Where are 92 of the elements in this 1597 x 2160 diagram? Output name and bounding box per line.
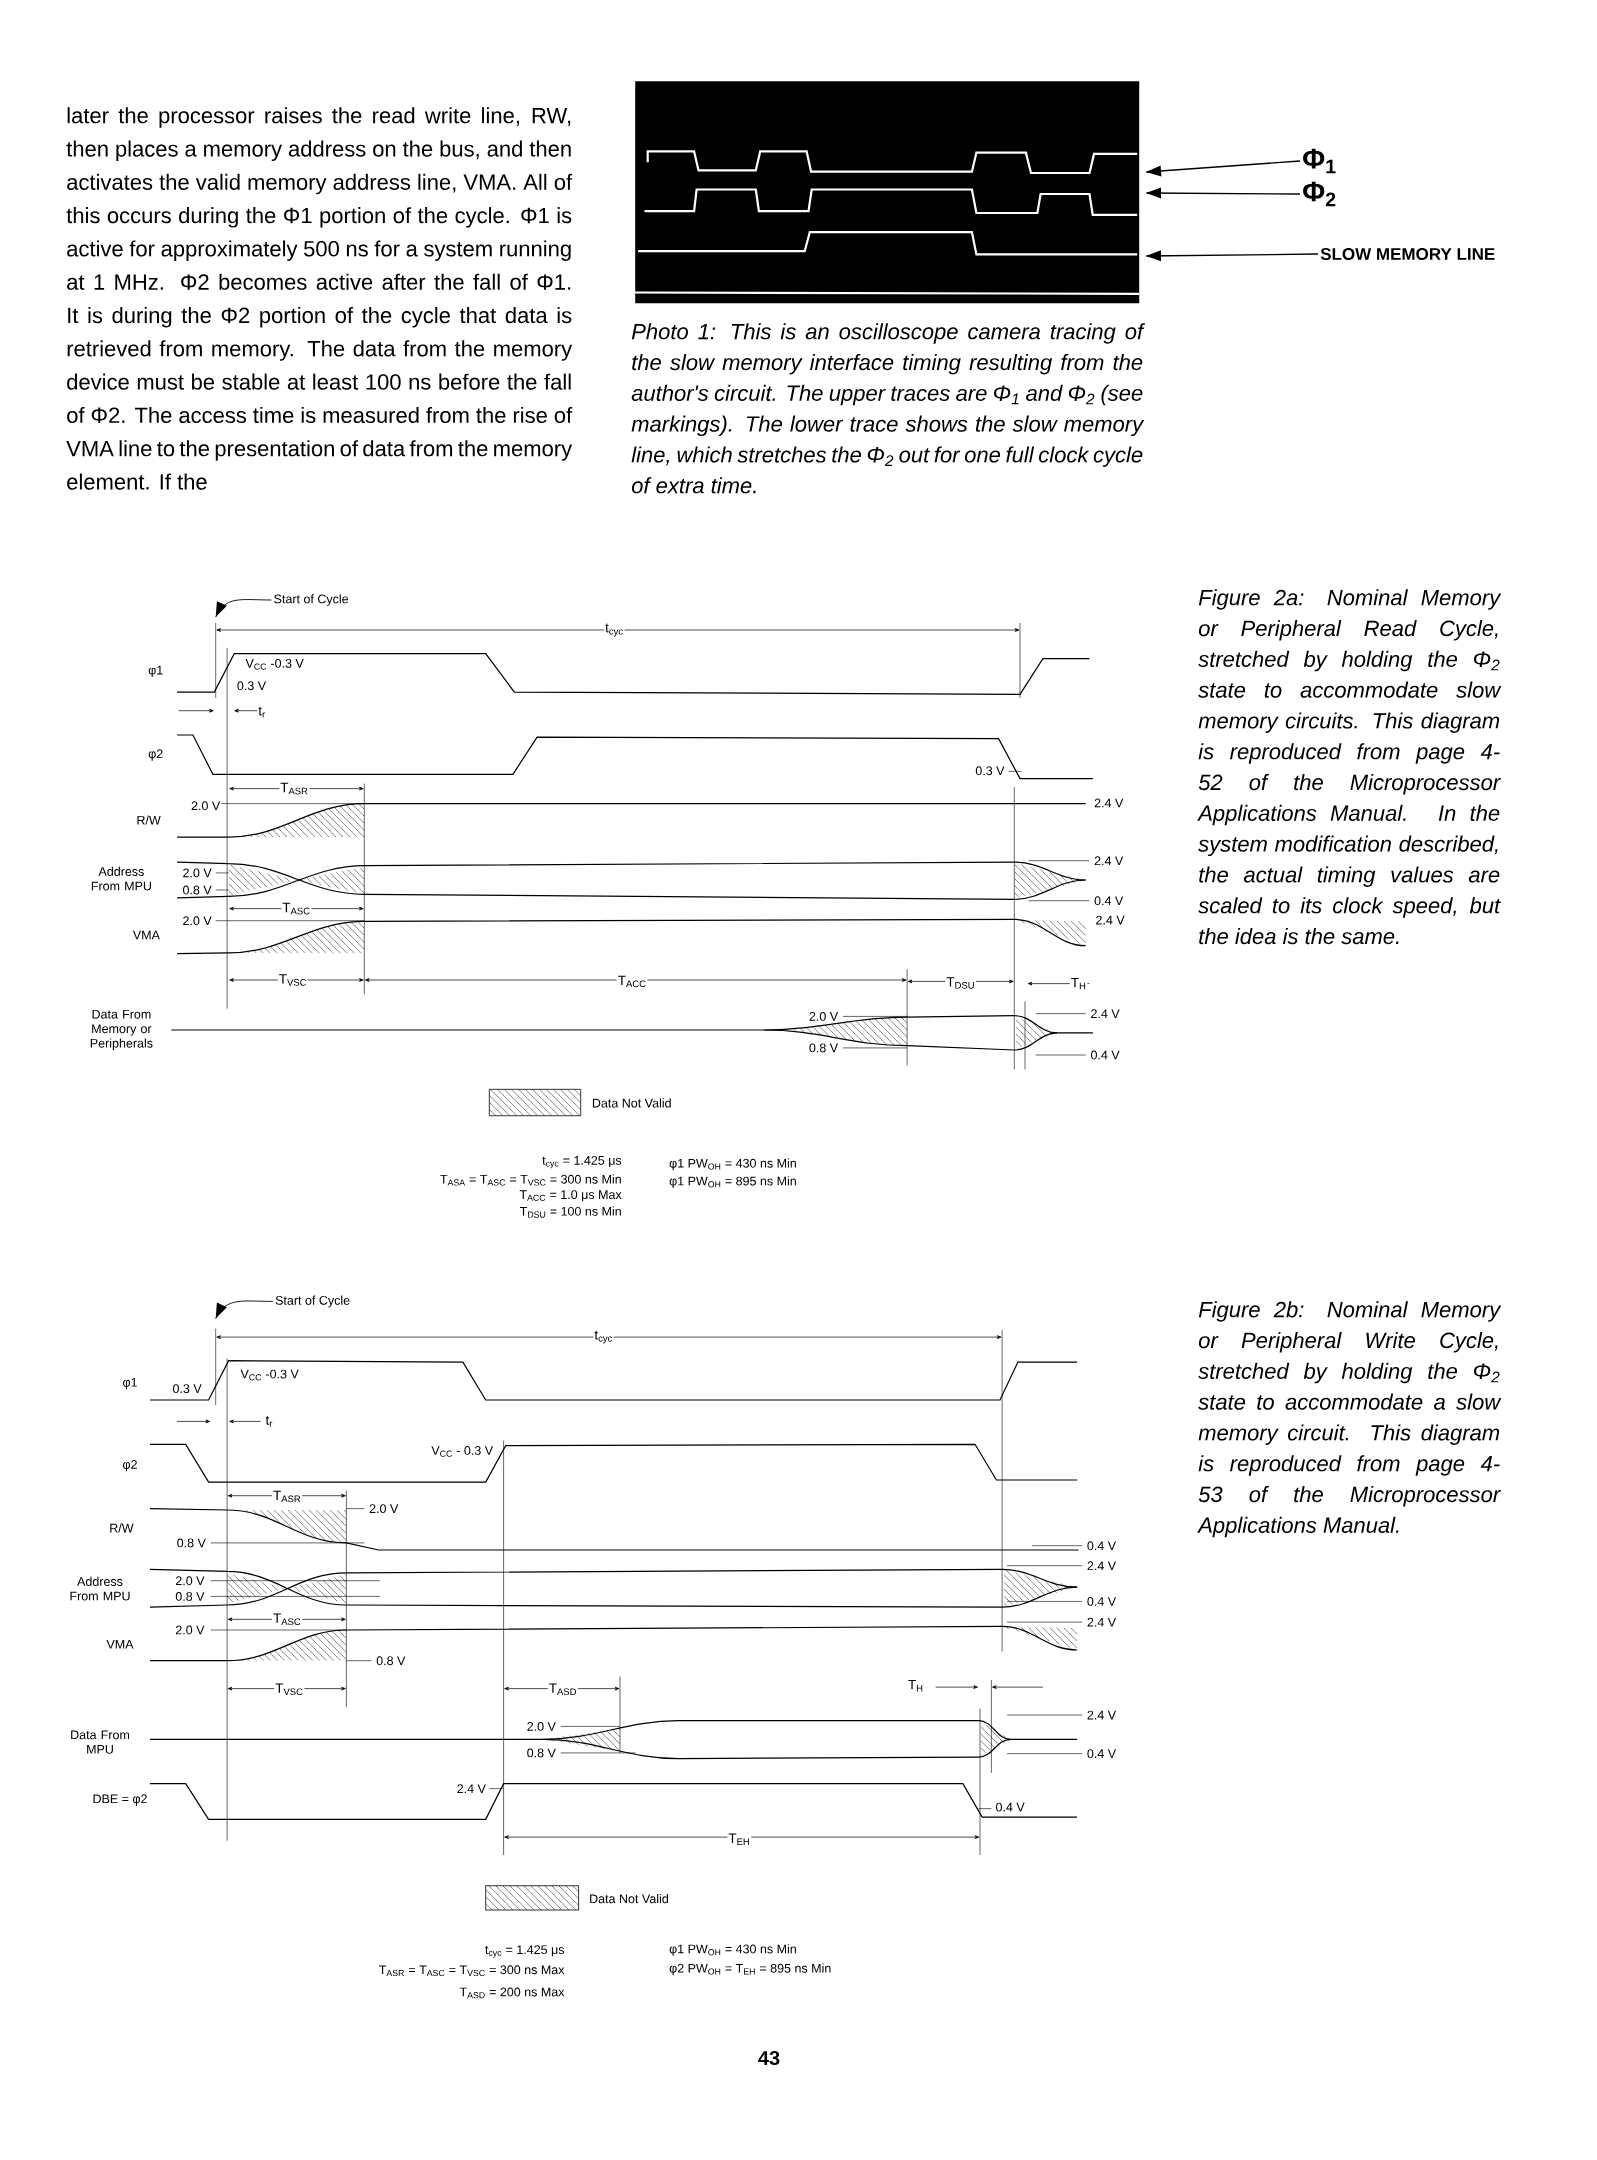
timing-spec: φ2 PW$_{OH}$ = T$_{EH}$ = 895 ns Min [668, 1962, 833, 1977]
timing-spec: t$_{cyc}$ = 1.425 μs [541, 1154, 623, 1170]
page-number: 43 [758, 2050, 780, 2066]
signal-label: R/W [108, 1522, 135, 1534]
voltage-label: 0.4 V [1085, 1748, 1118, 1760]
timing-label: T$_{EH}$ [727, 1832, 752, 1847]
legend-label: Data Not Valid [590, 1894, 668, 1904]
timing-label: T$_{ASD}$ [547, 1682, 578, 1697]
voltage-label: 0.8 V [175, 1537, 207, 1549]
voltage-label: 2.0 V [190, 800, 222, 812]
figure-caption: Photo 1: This is an oscilloscope camera tracing of the slow memory interface timing resulting from the author's circuit. The upper traces are Φ$_{1}$ and Φ$_{2}$ (see markings). The lower trace shows the slow memory line, which stretches the Φ$_{2}$ out for one full clock cycle of extra time. [631, 323, 1145, 494]
voltage-label: 2.4 V [455, 1783, 487, 1794]
voltage-label: 2.4 V [1085, 1616, 1118, 1628]
signal-label: φ2 [121, 1459, 139, 1473]
voltage-label: 2.4 V [1093, 797, 1125, 809]
voltage-label: 0.3 V [171, 1383, 203, 1395]
timing-spec: T$_{DSU}$ = 100 ns Min [518, 1205, 623, 1219]
voltage-label: 0.8 V [174, 1591, 206, 1602]
signal-label: Data From Memory or Peripherals [76, 1008, 167, 1052]
voltage-label: 0.8 V [375, 1655, 407, 1667]
legend-label: Data Not Valid [592, 1098, 671, 1108]
signal-label: VMA [131, 929, 161, 941]
voltage-label: 2.4 V [1094, 914, 1126, 926]
timing-spec: t$_{cyc}$ = 1.425 μs [483, 1944, 566, 1959]
timing-label: t$_{r}$ [257, 705, 267, 719]
voltage-label: 2.4 V [1085, 1560, 1118, 1572]
timing-spec: T$_{ACC}$ = 1.0 μs Max [518, 1189, 623, 1203]
voltage-label: 2.0 V [181, 867, 213, 879]
voltage-label: 0.3 V [235, 680, 268, 692]
timing-label: T$_{ASC}$ [281, 901, 312, 916]
voltage-label: 2.0 V [174, 1575, 206, 1587]
signal-label: φ1 [121, 1377, 139, 1391]
trace-label: Φ$_{1}$ [1303, 148, 1336, 174]
leader-arrow [1145, 160, 1301, 177]
voltage-label: 0.4 V [1085, 1540, 1118, 1552]
timing-spec: T$_{ASA}$ = T$_{ASC}$ = T$_{VSC}$ = 300 ns Min [438, 1173, 623, 1187]
signal-label: DBE = φ2 [91, 1793, 149, 1807]
timing-label: t$_{cyc}$ [604, 622, 625, 638]
voltage-label: 2.4 V [1089, 1008, 1121, 1019]
timing-label: t$_{r}$ [264, 1414, 274, 1428]
timing-label: T$_{ASC}$ [272, 1612, 303, 1627]
timing-label: T$_{ACC}$ [616, 974, 648, 989]
timing-spec: φ1 PW$_{OH}$ = 430 ns Min [668, 1943, 798, 1957]
leader-arrow [215, 599, 272, 618]
voltage-label: 0.4 V [994, 1801, 1026, 1813]
voltage-label: 0.8 V [181, 884, 213, 896]
leader-arrow [1145, 250, 1319, 262]
voltage-label: V$_{CC}$ -0.3 V [244, 657, 305, 671]
voltage-label: 2.0 V [174, 1624, 206, 1636]
callout-label: Start of Cycle [275, 1295, 350, 1308]
figure-caption: Figure 2a: Nominal Memory or Peripheral Read Cycle, stretched by holding the Φ$_{2}$ state to accommodate slow memory circuits. This diagram is reproduced from page 4-52 of the Microprocessor Applications Manual. In the system modification described, the actual timing values are scaled to its clock speed, but the idea is the same. [1197, 589, 1502, 945]
voltage-label: 0.4 V [1085, 1596, 1118, 1607]
voltage-label: 0.4 V [1089, 1049, 1121, 1061]
trace-label: SLOW MEMORY LINE [1320, 248, 1495, 261]
voltage-label: 2.4 V [1093, 855, 1125, 867]
voltage-label: V$_{CC}$ - 0.3 V [430, 1445, 495, 1458]
timing-label: T$_{ASR}$ [279, 781, 310, 796]
timing-label: T$_{H}$ [1069, 976, 1088, 991]
voltage-label: V$_{CC}$ -0.3 V [239, 1368, 300, 1382]
timing-label: T$_{ASR}$ [272, 1489, 303, 1504]
voltage-label: 2.4 V [1085, 1709, 1118, 1721]
timing-spec: φ1 PW$_{OH}$ = 430 ns Min [668, 1157, 798, 1172]
signal-label: φ2 [147, 748, 165, 762]
oscilloscope-photo [635, 81, 1140, 304]
signal-label: Address From MPU [88, 865, 155, 892]
voltage-label: 0.8 V [525, 1747, 557, 1759]
body-text: later the processor raises the read write line, RW, then places a memory address on the bus, and then activates the valid memory address line, VMA. All of this occurs during the Φ1 portion of the cycle. Φ1 is active for approximately 500 ns for a system running at 1 MHz. Φ2 becomes active after the fall of Φ1. It is during the Φ2 portion of the cycle that data is retrieved from memory. The data from the memory device must be stable at least 100 ns before the fall of Φ2. The access time is measured from the rise of VMA line to the presentation of data from the memory element. If the [66, 107, 573, 490]
voltage-label: 2.0 V [525, 1721, 557, 1732]
voltage-label: 2.0 V [181, 915, 213, 927]
signal-label: Data From MPU [67, 1729, 133, 1755]
timing-spec: T$_{ASD}$ = 200 ns Max [458, 1986, 566, 2000]
voltage-label: 0.3 V [974, 765, 1006, 777]
timing-spec: φ1 PW$_{OH}$ = 895 ns Min [668, 1175, 798, 1189]
timing-spec: T$_{ASR}$ = T$_{ASC}$ = T$_{VSC}$ = 300 ns Max [377, 1964, 566, 1978]
signal-label: VMA [105, 1639, 135, 1650]
signal-label: φ1 [147, 664, 165, 678]
timing-label: T$_{H}$ [906, 1679, 925, 1693]
timing-label: T$_{DSU}$ [945, 976, 977, 990]
trace-label: Φ$_{2}$ [1303, 181, 1336, 207]
voltage-label: 0.4 V [1093, 895, 1125, 907]
leader-arrow [215, 1300, 274, 1320]
callout-label: Start of Cycle [274, 594, 349, 606]
timing-label: T$_{VSC}$ [274, 1682, 305, 1697]
timing-label: T$_{VSC}$ [277, 973, 308, 987]
voltage-label: 2.0 V [807, 1011, 840, 1022]
voltage-label: 2.0 V [368, 1503, 400, 1515]
voltage-label: 0.8 V [807, 1042, 840, 1054]
figure-caption: Figure 2b: Nominal Memory or Peripheral Write Cycle, stretched by holding the Φ$_{2}$ state to accommodate a slow memory circuit. This diagram is reproduced from page 4-53 of the Microprocessor Applications Manual. [1197, 1301, 1502, 1538]
timing-label: t$_{cyc}$ [593, 1329, 614, 1345]
signal-label: Address From MPU [67, 1575, 133, 1602]
leader-arrow [1145, 187, 1301, 199]
signal-label: R/W [135, 814, 162, 826]
